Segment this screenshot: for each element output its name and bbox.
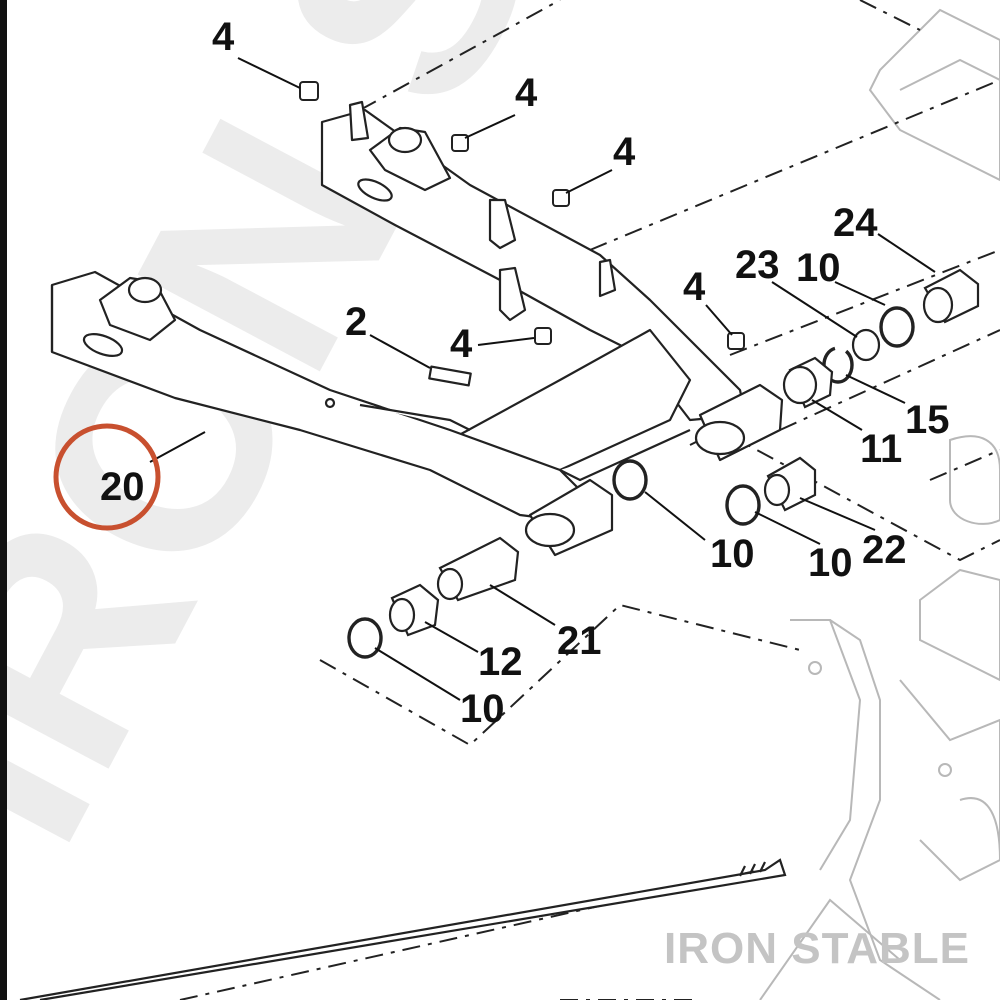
- callout-4: 4: [683, 265, 706, 309]
- pivot-hardware: [347, 268, 980, 659]
- callout-10: 10: [808, 541, 853, 585]
- callout-12: 12: [478, 640, 523, 684]
- watermark-corner: IRON STABLE: [664, 924, 970, 973]
- frame-background-sketch: [759, 8, 1000, 1000]
- frame-edge: [0, 0, 7, 1000]
- callout-10: 10: [710, 532, 755, 576]
- callout-21: 21: [557, 619, 602, 663]
- callout-4: 4: [212, 15, 235, 59]
- callout-4: 4: [613, 130, 636, 174]
- pivot-shaft: [19, 858, 787, 1000]
- callout-20: 20: [100, 465, 145, 509]
- callout-11: 11: [860, 427, 902, 471]
- clip-nuts: [299, 81, 745, 350]
- callout-10: 10: [796, 246, 841, 290]
- callout-24: 24: [833, 201, 878, 245]
- callout-10: 10: [460, 687, 505, 731]
- callout-15: 15: [905, 398, 950, 442]
- callout-4: 4: [515, 71, 538, 115]
- highlight-circle: [53, 423, 161, 531]
- callout-labels: 4 4 4 4 4 2 20 24 23 10 15 11 10 10 22 2…: [100, 15, 950, 731]
- callout-4: 4: [450, 322, 473, 366]
- callout-23: 23: [735, 243, 780, 287]
- callout-2: 2: [345, 300, 367, 344]
- swingarm: [50, 100, 784, 557]
- callout-22: 22: [862, 528, 907, 572]
- leader-lines: [149, 57, 936, 701]
